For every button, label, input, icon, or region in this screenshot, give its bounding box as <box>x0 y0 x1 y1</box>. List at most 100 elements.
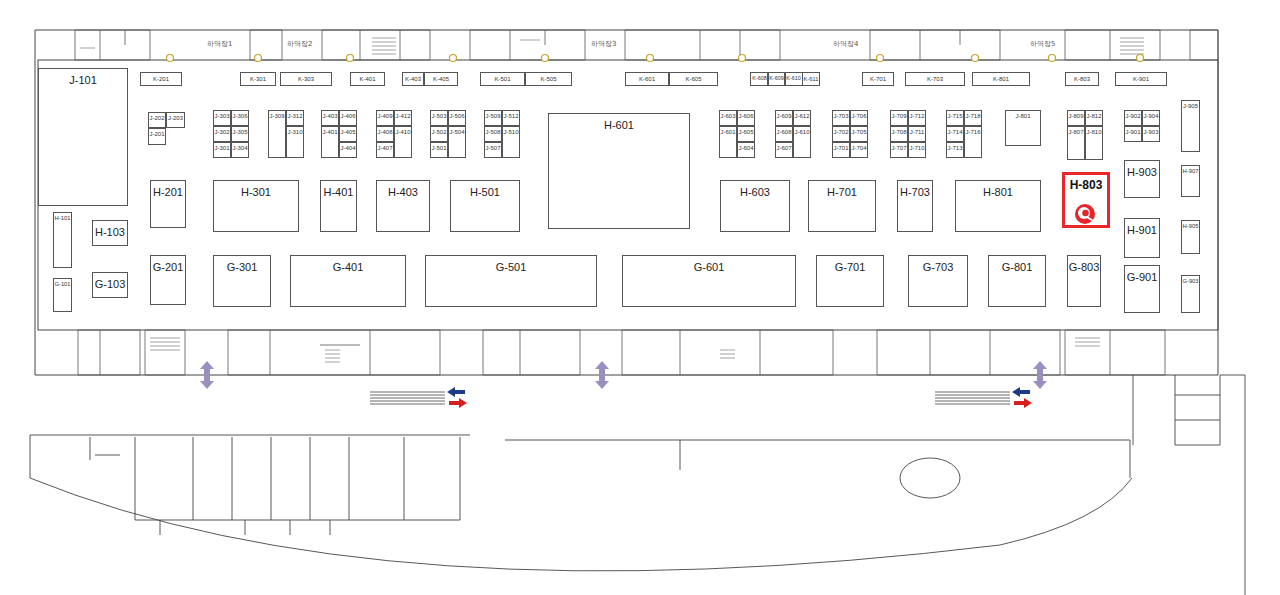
booth-number: J-710 <box>910 145 925 152</box>
booth: K-301 <box>240 72 276 86</box>
booth-number: H-101 <box>55 215 71 221</box>
booth-number: H-501 <box>470 186 500 198</box>
booth-number: K-608 <box>752 76 766 82</box>
booth-number: H-905 <box>1183 223 1199 229</box>
booth-number: K-609 <box>769 76 783 82</box>
booth: H-701 <box>808 180 876 232</box>
booth: J-905 <box>1181 100 1200 152</box>
booth-number: J-718 <box>966 113 981 120</box>
booth-number: J-709 <box>892 113 907 120</box>
booth: J-310 <box>286 126 304 158</box>
booth: J-406 <box>339 110 357 126</box>
booth: K-703 <box>905 72 965 86</box>
booth: J-812 <box>1085 110 1103 126</box>
booth: J-203 <box>166 112 185 128</box>
booth-number: H-301 <box>241 186 271 198</box>
booth: K-401 <box>350 72 385 86</box>
booth: K-901 <box>1115 72 1167 86</box>
booth-number: J-714 <box>948 129 963 136</box>
booth-number: J-705 <box>852 129 867 136</box>
booth: H-901 <box>1124 218 1160 258</box>
booth: J-715 <box>946 110 964 126</box>
booth-number: J-501 <box>432 145 447 152</box>
booth-number: J-903 <box>1144 129 1159 136</box>
exhibition-floor <box>38 60 1218 330</box>
booth: J-904 <box>1142 110 1160 126</box>
booth-number: J-810 <box>1087 129 1102 136</box>
booth: H-401 <box>320 180 357 232</box>
booth-number: J-509 <box>486 113 501 120</box>
booth-number: H-803 <box>1070 179 1103 192</box>
booth: J-710 <box>908 142 926 158</box>
roundabout <box>900 458 960 498</box>
booth: J-504 <box>448 126 466 158</box>
booth-number: G-501 <box>496 261 527 273</box>
logo-tail <box>1087 217 1095 222</box>
booth: J-608 <box>775 126 793 142</box>
booth-number: G-903 <box>1183 278 1199 284</box>
booth-number: J-404 <box>341 145 356 152</box>
booth-number: J-609 <box>777 113 792 120</box>
escalator <box>370 392 1010 404</box>
company-logo <box>1075 204 1095 224</box>
booth: K-303 <box>280 72 332 86</box>
booth-number: J-401 <box>323 129 338 136</box>
booth: J-705 <box>850 126 868 142</box>
booth: G-501 <box>425 255 597 307</box>
escalator-arrow-up <box>1012 387 1030 397</box>
booth-number: J-407 <box>378 145 393 152</box>
booth-number: J-409 <box>378 113 393 120</box>
booth-number: J-301 <box>215 145 230 152</box>
booth: J-404 <box>339 142 357 158</box>
dock-label: 하역장2 <box>287 41 312 49</box>
booth-number: G-601 <box>694 261 725 273</box>
booth-number: H-703 <box>900 186 930 198</box>
booth: K-610 <box>784 72 803 86</box>
booth-number: J-507 <box>486 145 501 152</box>
booth: J-403 <box>321 110 339 126</box>
booth-number: K-303 <box>298 76 314 83</box>
booth: J-306 <box>231 110 249 126</box>
logo-core <box>1082 210 1089 217</box>
door-symbol <box>739 55 746 62</box>
booth: J-302 <box>213 126 231 142</box>
booth: G-703 <box>908 255 968 307</box>
booth: J-405 <box>339 126 357 142</box>
booth: J-702 <box>832 126 850 142</box>
logo-circle <box>1075 204 1095 224</box>
booth: J-701 <box>832 142 850 158</box>
entrance-arrow <box>595 361 609 389</box>
dock-label: 하역장3 <box>591 41 616 49</box>
booth-number: J-403 <box>323 113 338 120</box>
booth-number: J-201 <box>150 131 165 138</box>
door-symbol <box>450 55 457 62</box>
booth-number: J-504 <box>450 129 465 136</box>
booth: J-718 <box>964 110 982 126</box>
booth: J-408 <box>376 126 394 142</box>
booth: H-903 <box>1124 160 1160 198</box>
booth-number: J-601 <box>721 129 736 136</box>
booth: J-506 <box>448 110 466 126</box>
dock-label: 하역장5 <box>1030 41 1055 49</box>
booth: K-605 <box>669 72 718 86</box>
booth-number: J-809 <box>1069 113 1084 120</box>
booth-number: J-707 <box>892 145 907 152</box>
booth: J-809 <box>1067 110 1085 126</box>
booth: G-901 <box>1124 265 1160 313</box>
booth-number: J-905 <box>1183 103 1198 110</box>
booth: J-708 <box>890 126 908 142</box>
booth-number: H-403 <box>388 186 418 198</box>
booth: K-201 <box>140 72 182 86</box>
outdoor-structures <box>30 375 1245 595</box>
booth-number: J-406 <box>341 113 356 120</box>
booth-number: K-405 <box>433 76 449 83</box>
booth-number: J-101 <box>69 74 97 86</box>
booth-number: J-610 <box>795 129 810 136</box>
booth: G-601 <box>622 255 796 307</box>
booth-number: J-408 <box>378 129 393 136</box>
booth-number: J-812 <box>1087 113 1102 120</box>
escalator-arrow-up <box>447 387 465 397</box>
booth: H-301 <box>213 180 299 232</box>
booth-number: H-601 <box>604 119 634 131</box>
booth-number: J-506 <box>450 113 465 120</box>
